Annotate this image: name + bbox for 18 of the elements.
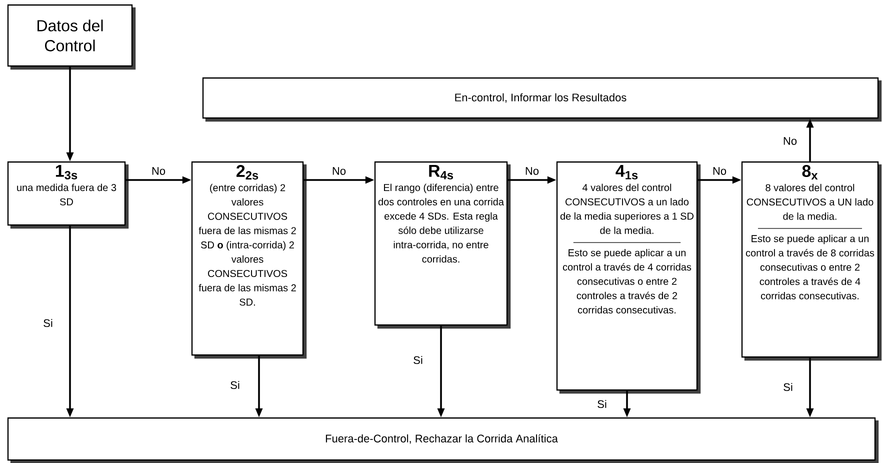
edge-label: Si <box>782 382 794 392</box>
rule-box: R$_{4s}$ El rango (diferencia) entre dos controles en una corrida excede 4 SDs. Esta regla sólo debe utilizarse intra-corrida, no entre corridas. <box>374 161 511 329</box>
edge-label: Si <box>596 398 608 410</box>
start-box: Datos del Control <box>7 4 136 70</box>
rule-box: 4$_{1s}$ 4 valores del control CONSECUTIVOS a un lado de la media superiores a 1 SD de la media. Esto se puede aplicar a un control a través de 4 corridas consecutivas o entre 2 controles a través de 2 corridas consecutivas. <box>556 161 701 394</box>
edge-label: Si <box>229 380 241 390</box>
edge-label: No <box>524 166 540 176</box>
result-box: En-control, Informar los Resultados <box>202 77 882 122</box>
rule-box: 8$_{x}$ 8 valores del control CONSECUTIVOS a UN lado de la media. Esto se puede aplicar a un control a través de 8 corridas consecutivas o entre 2 controles a través de 4 corridas consecutivas. <box>741 161 882 361</box>
edge-label: No <box>150 166 167 176</box>
edge-label: No <box>711 166 728 176</box>
edge-label: Si <box>412 354 424 366</box>
result-box: Fuera-de-Control, Rechazar la Corrida Analítica <box>7 417 879 463</box>
rule-box: 1$_{3s}$ una medida fuera de 3 SD <box>7 161 129 229</box>
edge-label: No <box>782 136 798 146</box>
edge-label: Si <box>42 318 54 328</box>
edge-label: No <box>330 166 348 176</box>
rule-box: 2$_{2s}$ (entre corridas) 2 valores CONSECUTIVOS fuera de las mismas 2 SD o (intra-corrida) 2 valores CONSECUTIVOS fuera de las mismas 2 SD. <box>191 161 307 359</box>
